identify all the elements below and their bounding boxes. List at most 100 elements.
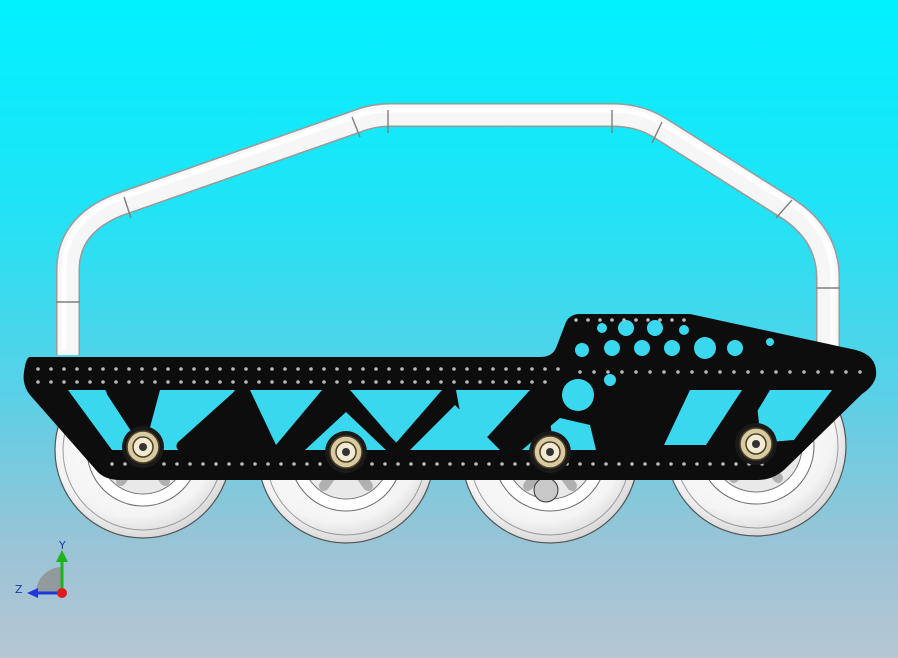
rivet-hole <box>517 380 521 384</box>
z-axis-arrowhead <box>27 588 38 598</box>
rivet-hole <box>127 380 131 384</box>
rivet-hole <box>409 462 413 466</box>
rivet-hole <box>704 370 708 374</box>
rivet-hole <box>201 462 205 466</box>
rivet-hole <box>543 380 547 384</box>
rivet-hole <box>231 380 235 384</box>
wheel-hubs <box>122 423 777 473</box>
rivet-hole <box>257 367 261 371</box>
rivet-hole <box>448 462 452 466</box>
rivet-hole <box>114 380 118 384</box>
rivet-hole <box>36 367 40 371</box>
rivet-hole <box>322 367 326 371</box>
rivet-hole <box>244 380 248 384</box>
rivet-hole <box>214 462 218 466</box>
rivet-hole <box>75 367 79 371</box>
rivet-hole <box>530 367 534 371</box>
rivet-hole <box>517 367 521 371</box>
rivet-hole <box>578 462 582 466</box>
y-axis-label: Y <box>58 539 66 552</box>
hub-3 <box>529 431 571 473</box>
rivet-hole <box>610 318 614 322</box>
rivet-hole <box>374 367 378 371</box>
rivet-hole <box>361 380 365 384</box>
rivet-hole <box>574 318 578 322</box>
rivet-hole <box>422 462 426 466</box>
rivet-hole <box>88 380 92 384</box>
rivet-hole <box>634 318 638 322</box>
rivet-hole <box>734 462 738 466</box>
rivet-hole <box>774 370 778 374</box>
rivet-hole <box>669 462 673 466</box>
rivet-hole <box>400 367 404 371</box>
rivet-hole <box>348 367 352 371</box>
rivet-hole <box>279 462 283 466</box>
rivet-hole <box>49 367 53 371</box>
rivet-hole <box>426 367 430 371</box>
rivet-hole <box>620 370 624 374</box>
rivet-hole <box>400 380 404 384</box>
rivet-hole <box>123 462 127 466</box>
rivet-hole <box>192 367 196 371</box>
triad-base-shape <box>36 567 62 593</box>
rivet-hole <box>802 370 806 374</box>
rivet-hole <box>513 462 517 466</box>
rivet-hole <box>465 380 469 384</box>
rivet-hole <box>396 462 400 466</box>
rivet-hole <box>101 367 105 371</box>
rivet-hole <box>634 370 638 374</box>
rivet-hole <box>49 380 53 384</box>
rivet-hole <box>270 367 274 371</box>
view-orientation-triad[interactable]: Y Z <box>15 539 68 598</box>
rivet-hole <box>591 462 595 466</box>
roll-cage-seams <box>56 110 840 303</box>
rivet-hole <box>504 380 508 384</box>
rivet-hole <box>335 380 339 384</box>
rivet-hole <box>491 380 495 384</box>
rivet-hole <box>656 462 660 466</box>
rivet-hole <box>218 380 222 384</box>
rivet-hole <box>491 367 495 371</box>
roll-cage-tube-highlight <box>61 107 836 350</box>
rivet-hole <box>695 462 699 466</box>
rivet-hole <box>318 462 322 466</box>
y-axis-arrowhead <box>56 550 68 562</box>
rivet-hole <box>370 462 374 466</box>
rivet-hole <box>309 367 313 371</box>
rivet-hole <box>592 370 596 374</box>
rivet-hole <box>383 462 387 466</box>
rivet-hole <box>153 380 157 384</box>
hub-1 <box>122 426 164 468</box>
rivet-hole <box>504 367 508 371</box>
rivet-hole <box>530 380 534 384</box>
chassis-rivets <box>36 318 862 466</box>
rivet-hole <box>439 367 443 371</box>
rivet-hole <box>586 318 590 322</box>
rivet-hole <box>526 462 530 466</box>
rivet-hole <box>461 462 465 466</box>
rivet-hole <box>465 367 469 371</box>
hub-4 <box>735 423 777 465</box>
rivet-hole <box>114 367 118 371</box>
rivet-hole <box>670 318 674 322</box>
rivet-hole <box>305 462 309 466</box>
rivet-hole <box>162 462 166 466</box>
rivet-hole <box>556 367 560 371</box>
rivet-hole <box>192 380 196 384</box>
rivet-hole <box>676 370 680 374</box>
rivet-hole <box>88 367 92 371</box>
rivet-hole <box>322 380 326 384</box>
rivet-hole <box>348 380 352 384</box>
rivet-hole <box>439 380 443 384</box>
rivet-hole <box>830 370 834 374</box>
rivet-hole <box>283 367 287 371</box>
rivet-hole <box>166 367 170 371</box>
rivet-hole <box>296 367 300 371</box>
rivet-hole <box>253 462 257 466</box>
rivet-hole <box>788 370 792 374</box>
rivet-hole <box>606 370 610 374</box>
rivet-hole <box>335 367 339 371</box>
rivet-hole <box>643 462 647 466</box>
